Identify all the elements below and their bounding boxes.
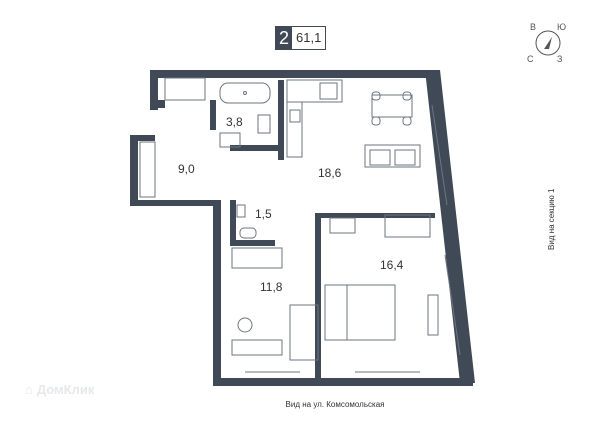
room-area-balcony-room: 9,0 xyxy=(178,162,195,176)
watermark: ⌂ ДомКлик xyxy=(25,382,94,397)
room-area-bedroom-left: 11,8 xyxy=(260,280,283,294)
room-area-kitchen-living: 18,6 xyxy=(318,166,342,180)
compass-north: С xyxy=(527,54,534,64)
room-area-wc: 1,5 xyxy=(255,207,272,221)
compass-west: З xyxy=(557,54,563,64)
compass-south: Ю xyxy=(557,22,567,32)
total-area: 61,1 xyxy=(296,30,322,45)
furniture xyxy=(139,77,461,373)
flat-badge: 2 61,1 xyxy=(275,26,327,50)
side-view-label: Вид на секцию 1 xyxy=(547,188,556,250)
house-icon: ⌂ xyxy=(25,382,33,397)
walls xyxy=(130,70,475,386)
watermark-text: ДомКлик xyxy=(36,382,95,397)
room-area-bedroom-right: 16,4 xyxy=(380,258,404,272)
compass-east: В xyxy=(530,22,537,32)
street-view-label: Вид на ул. Комсомольская xyxy=(285,400,385,409)
room-area-bathroom: 3,8 xyxy=(226,115,243,129)
rooms-count: 2 xyxy=(276,27,292,49)
compass-icon xyxy=(535,30,561,56)
compass: В Ю С З xyxy=(520,18,580,68)
